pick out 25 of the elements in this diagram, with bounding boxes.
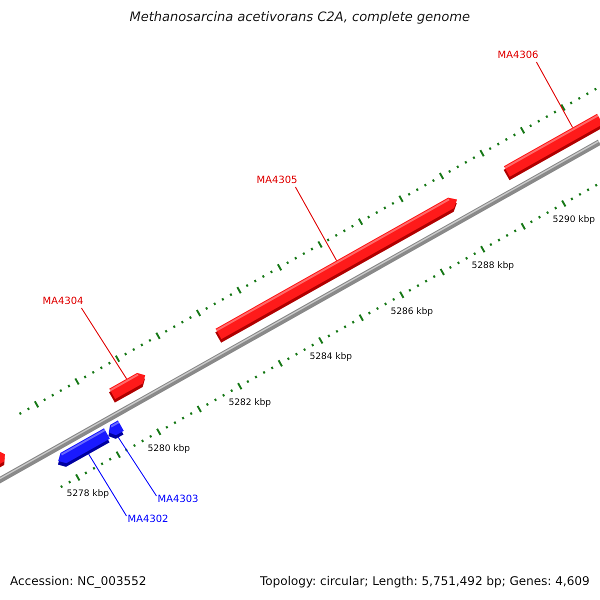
gene-label: MA4304 bbox=[42, 297, 84, 307]
leader-line bbox=[80, 308, 128, 380]
scale-label: 5278 kbp bbox=[66, 490, 109, 500]
gene-label: MA4302 bbox=[128, 515, 168, 525]
leader-line bbox=[118, 436, 157, 496]
scale-label: 5280 kbp bbox=[148, 444, 190, 454]
leader-line bbox=[294, 186, 337, 261]
leader-line bbox=[536, 62, 574, 128]
gene-feature bbox=[108, 372, 146, 403]
gene-label: MA4303 bbox=[158, 495, 198, 505]
scale-label: 5284 kbp bbox=[310, 353, 352, 362]
gene-label: MA4306 bbox=[498, 51, 538, 61]
gene-feature bbox=[108, 420, 124, 439]
gene-label: MA4305 bbox=[256, 176, 298, 186]
leader-line bbox=[88, 454, 127, 516]
scale-label: 5286 kbp bbox=[390, 308, 433, 317]
gene-feature bbox=[504, 114, 600, 180]
gene-feature bbox=[58, 428, 110, 467]
title: Methanosarcina acetivorans C2A, complete genome bbox=[130, 11, 470, 24]
genome-summary: Topology: circular; Length: 5,751,492 bp; Genes: 4,609 bbox=[260, 575, 590, 587]
scale-label: 5288 kbp bbox=[472, 262, 514, 272]
gene-feature bbox=[215, 198, 458, 343]
scale-label: 5290 kbp bbox=[552, 216, 596, 226]
scale-label: 5282 kbp bbox=[228, 399, 271, 408]
accession-text: Accession: NC_003552 bbox=[10, 575, 146, 587]
